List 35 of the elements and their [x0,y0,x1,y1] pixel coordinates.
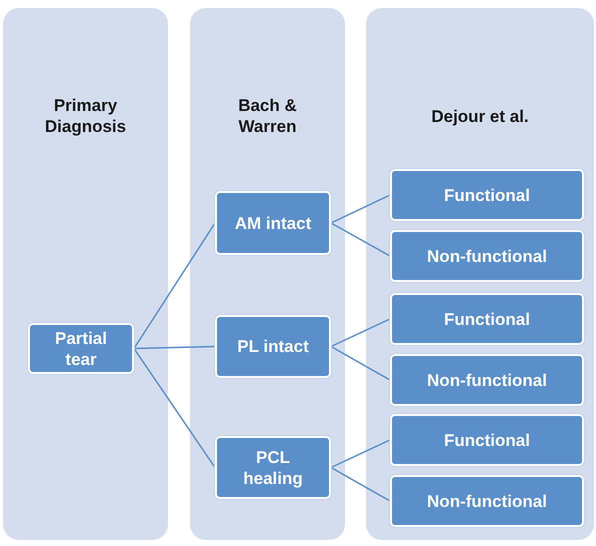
box-label: Non-functional [427,490,547,512]
box-label: Partial tear [54,328,108,370]
category-box [390,475,584,527]
category-box [215,191,331,255]
column-panel [366,8,594,540]
category-box [390,230,584,282]
box-label: Functional [444,308,530,330]
connector-line [330,318,390,348]
connector-line [330,439,390,468]
box-label: Functional [444,430,530,450]
connector-line [330,194,390,224]
box-label: Functional [444,184,530,206]
category-box [215,315,331,378]
column-panel [3,8,168,540]
category-box [390,169,584,221]
connector-line [330,346,390,381]
category-box [390,293,584,345]
connector-line [134,346,216,350]
column-panel [190,8,345,540]
column-heading: Primary Diagnosis [44,95,128,137]
connector-line [133,348,216,468]
box-label: Non-functional [427,370,547,390]
box-label: PL intact [237,336,309,357]
connector-line [330,466,390,502]
column-heading: Dejour et al. [431,106,529,127]
category-box [390,414,584,466]
category-box [390,354,584,406]
box-label: Non-functional [427,246,547,266]
connector-line [330,222,390,257]
connector-line [133,222,216,349]
box-label: AM intact [234,212,312,234]
column-heading: Bach & Warren [237,95,298,137]
category-box [215,436,331,499]
category-box [28,323,134,374]
box-label: PCL healing [243,446,303,488]
